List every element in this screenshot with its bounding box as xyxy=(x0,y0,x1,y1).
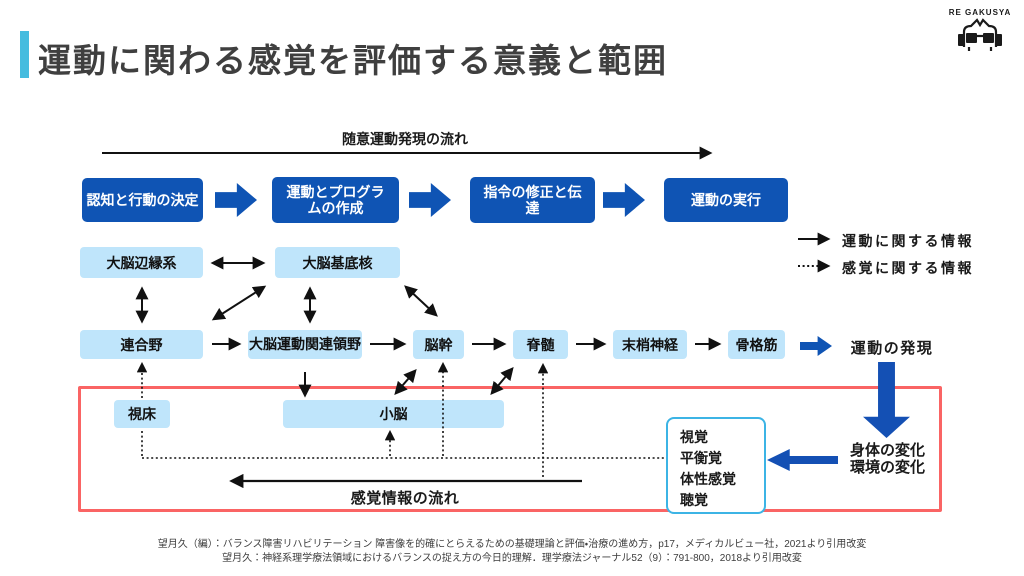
node-peripheral-nerve: 末梢神経 xyxy=(613,330,687,359)
node-association-area: 連合野 xyxy=(80,330,203,359)
arrow-association-basal xyxy=(211,285,267,321)
chevron-arrow-icon xyxy=(800,336,832,356)
page-title: 運動に関わる感覚を評価する意義と範囲 xyxy=(38,42,668,79)
sense-vision: 視覚 xyxy=(680,429,708,445)
chevron-arrow-icon xyxy=(603,183,645,217)
node-basal-ganglia: 大脳基底核 xyxy=(275,247,400,278)
sense-somatosensory: 体性感覚 xyxy=(680,471,736,487)
node-cerebellum: 小脳 xyxy=(283,400,504,428)
sensory-scope-rectangle xyxy=(78,386,942,512)
logo-text: RE GAKUSYA xyxy=(948,8,1012,17)
change-labels: 身体の変化 環境の変化 xyxy=(840,442,935,476)
sense-equilibrium: 平衡覚 xyxy=(680,450,722,466)
step-cognition-decision: 認知と行動の決定 xyxy=(82,178,203,222)
sense-hearing: 聴覚 xyxy=(680,492,708,508)
logo: RE GAKUSYA xyxy=(938,8,1022,62)
node-spinal-cord: 脊髄 xyxy=(513,330,568,359)
env-change-label: 環境の変化 xyxy=(849,459,925,476)
voluntary-movement-flow-label: 随意運動発現の流れ xyxy=(342,131,468,147)
node-limbic-system: 大脳辺縁系 xyxy=(80,247,203,278)
motor-emergence-label: 運動の発現 xyxy=(850,340,934,357)
sensory-flow-label: 感覚情報の流れ xyxy=(350,490,460,507)
arrow-basal-brainstem xyxy=(404,285,438,317)
citations: 望月久（編）：バランス障害リハビリテーション 障害像を的確にとらえるための基礎理… xyxy=(0,538,1024,566)
citation-line-2: 望月久：神経系理学療法領域におけるバランスの捉え方の今日的理解．理学療法ジャーナ… xyxy=(222,553,802,564)
body-change-label: 身体の変化 xyxy=(849,442,925,459)
legend-sensory-info: 感覚に関する情報 xyxy=(842,260,974,276)
chevron-arrow-icon xyxy=(215,183,257,217)
step-program-creation: 運動とプログラムの作成 xyxy=(272,177,399,223)
chevron-arrow-icon xyxy=(409,183,451,217)
title-accent-bar xyxy=(20,31,29,78)
sensory-modalities-box: 視覚 平衡覚 体性感覚 聴覚 xyxy=(666,417,766,514)
step-command-correction: 指令の修正と伝達 xyxy=(470,177,595,223)
node-thalamus: 視床 xyxy=(114,400,170,428)
node-skeletal-muscle: 骨格筋 xyxy=(728,330,785,359)
node-motor-related-area: 大脳運動関連領野 xyxy=(248,330,362,359)
node-brainstem: 脳幹 xyxy=(413,330,464,359)
legend-motor-info: 運動に関する情報 xyxy=(842,233,974,249)
step-movement-execution: 運動の実行 xyxy=(664,178,788,222)
logo-face-icon xyxy=(958,18,1002,51)
citation-line-1: 望月久（編）：バランス障害リハビリテーション 障害像を的確にとらえるための基礎理… xyxy=(157,539,867,550)
